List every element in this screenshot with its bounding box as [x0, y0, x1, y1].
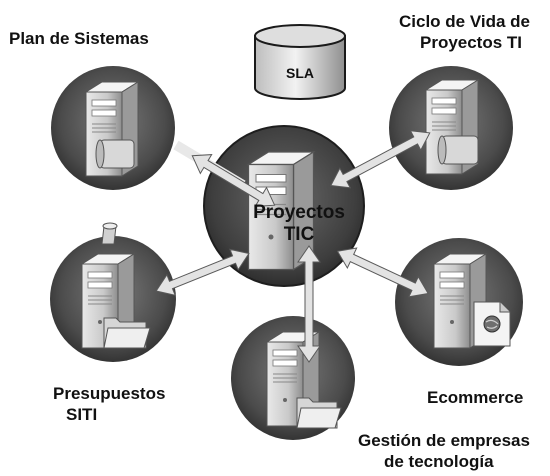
- plan-scroll-icon: [95, 139, 135, 169]
- center-label-line2: TIC: [283, 224, 315, 245]
- presupuestos-label: Presupuestos SITI: [53, 383, 165, 425]
- ciclo-label-line2: Proyectos TI: [419, 33, 523, 52]
- ecommerce-label: Ecommerce: [427, 388, 524, 407]
- gestion-label: Gestión de empresas de tecnología: [358, 430, 530, 472]
- ecommerce-server-icon: [433, 253, 511, 349]
- ciclo-scroll-icon: [437, 135, 479, 165]
- gestion-label-line1: Gestión de empresas: [358, 431, 530, 450]
- presupuestos-center-arrow-shape: [155, 248, 250, 296]
- gestion-folder-icon: [296, 397, 342, 429]
- ciclo-label-line1: Ciclo de Vida de: [399, 12, 531, 31]
- center-label: Proyectos TIC: [244, 202, 354, 246]
- plan-label: Plan de Sistemas: [9, 29, 149, 48]
- gestion-server-icon: [266, 331, 342, 429]
- gestion-center-arrow-shape: [297, 245, 321, 363]
- document-roll-icon: [101, 222, 118, 245]
- ecommerce-center-arrow-shape: [336, 247, 429, 298]
- sla-label: SLA: [286, 65, 314, 81]
- presupuestos-server-icon: [81, 253, 151, 349]
- presupuestos-label-line2: SITI: [66, 405, 98, 424]
- gestion-label-line2: de tecnología: [384, 452, 494, 471]
- sla-database-icon: [254, 24, 346, 100]
- plan-center-arrow-shape: [191, 154, 276, 207]
- presupuestos-label-line1: Presupuestos: [53, 384, 166, 403]
- presupuestos-folder-icon: [103, 317, 151, 349]
- ecommerce-document-icon: [473, 301, 511, 347]
- ciclo-center-arrow-shape: [330, 130, 431, 189]
- ciclo-label: Ciclo de Vida de Proyectos TI: [399, 11, 530, 53]
- plan-server-icon: [85, 81, 139, 177]
- center-label-line1: Proyectos: [253, 202, 345, 223]
- ciclo-server-icon: [425, 79, 479, 175]
